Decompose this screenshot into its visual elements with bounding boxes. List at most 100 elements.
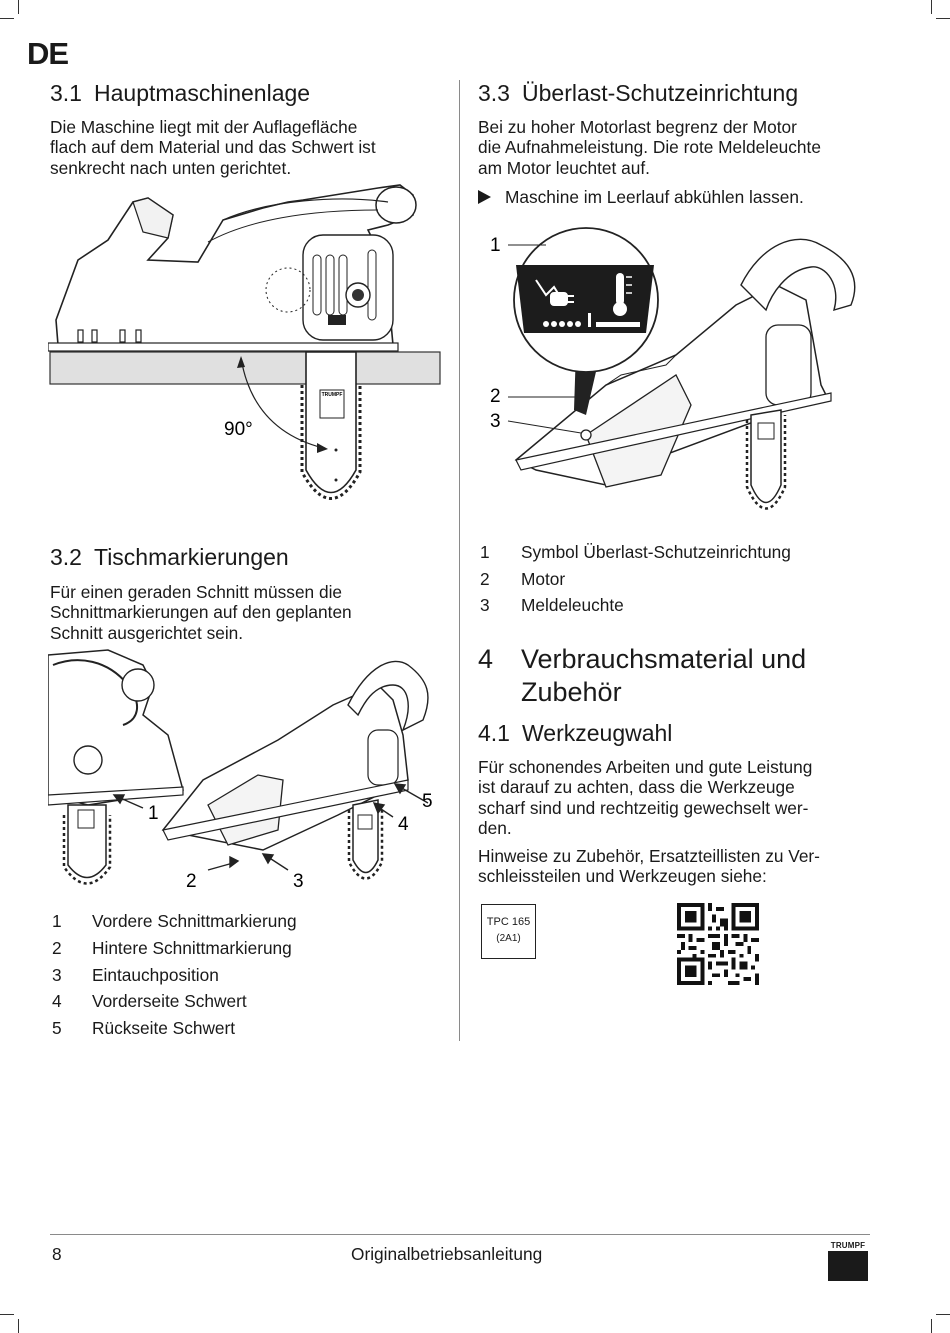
legend-text: Vordere Schnittmarkierung (92, 911, 297, 931)
legend-number: 5 (52, 1018, 62, 1038)
angle-arrow-top (237, 356, 245, 368)
section-3-1-heading: 3.1 Hauptmaschinenlage (50, 80, 310, 107)
text-line: die Aufnahmeleistung. Die rote Meldeleuc… (478, 137, 821, 158)
machine-handle (347, 660, 429, 732)
crop-mark (936, 1314, 950, 1315)
text-line: Hinweise zu Zubehör, Ersatzteillisten zu… (478, 846, 820, 867)
brand-logo: TRUMPF (828, 1241, 868, 1281)
machine-base-plate (162, 779, 409, 841)
chapter-4-heading: 4 Verbrauchsmaterial und Zubehör (478, 643, 806, 709)
section-title: Hauptmaschinenlage (94, 80, 311, 106)
page-number: 8 (52, 1244, 62, 1264)
thermometer-icon (613, 273, 632, 316)
product-code-box: TPC 165 (2A1) (481, 904, 536, 959)
machine-chain (745, 415, 787, 510)
instruction-step: Maschine im Leerlauf abkühlen lassen. (478, 187, 804, 207)
plug-icon (535, 279, 574, 306)
play-arrow-icon (478, 190, 491, 204)
machine-cable (207, 209, 379, 243)
callout-3: 3 (490, 411, 501, 432)
motor-fins (312, 249, 377, 321)
brand-block (828, 1251, 868, 1281)
legend-text: Eintauchposition (92, 965, 219, 985)
legend-text: Meldeleuchte (521, 595, 624, 615)
legend-item: 3 Eintauchposition (52, 965, 219, 986)
legend-item: 1 Vordere Schnittmarkierung (52, 911, 297, 932)
section-3-2-text: Für einen geraden Schnitt müssen die Sch… (50, 582, 440, 643)
legend-text: Rückseite Schwert (92, 1018, 236, 1038)
machine-base-plate (48, 342, 399, 352)
text-line: ist darauf zu achten, dass die Werkzeuge (478, 777, 795, 798)
sword-brand: TRUMPF (322, 392, 343, 398)
section-title: Werkzeugwahl (522, 720, 673, 746)
column-divider (459, 80, 460, 1041)
chapter-number: 4 (478, 644, 494, 674)
crop-mark (0, 1314, 14, 1315)
brand-wordmark: TRUMPF (830, 1241, 866, 1250)
text-line: senkrecht nach unten gerichtet. (50, 157, 292, 178)
instruction-text: Maschine im Leerlauf abkühlen lassen. (505, 187, 804, 207)
chapter-title: Verbrauchsmaterial und Zubehör (521, 643, 806, 709)
machine-motor (765, 324, 812, 406)
indicator-light (580, 429, 592, 441)
qr-code[interactable] (677, 903, 759, 985)
callout-3: 3 (293, 871, 304, 892)
crop-mark (0, 18, 14, 19)
legend-number: 1 (480, 542, 490, 562)
machine-spring (265, 267, 311, 313)
text-line: Schnittmarkierungen auf den geplanten (50, 602, 352, 623)
chapter-title-line: Zubehör (521, 677, 622, 707)
product-code: TPC 165 (486, 916, 531, 928)
detail-chain (62, 815, 112, 885)
section-number: 3.1 (50, 80, 82, 106)
machine-handle-bar (222, 198, 389, 221)
language-code: DE (27, 36, 69, 71)
legend-text: Motor (521, 569, 566, 589)
legend-item: 5 Rückseite Schwert (52, 1018, 235, 1039)
machine-base-plate (515, 392, 832, 471)
angle-label: 90° (224, 419, 253, 440)
machine-sword-label (757, 422, 775, 440)
legend-number: 3 (480, 595, 490, 615)
callout-2: 2 (490, 386, 501, 407)
detail-knob (121, 668, 155, 702)
detail-sword-label (77, 809, 95, 829)
text-line: Für einen geraden Schnitt müssen die (50, 582, 343, 602)
text-line: Bei zu hoher Motorlast begrenz der Motor (478, 117, 797, 137)
section-3-1-text: Die Maschine liegt mit der Auflagefläche… (50, 117, 440, 178)
section-title: Tischmarkierungen (94, 544, 289, 570)
text-line: scharf sind und rechtzeitig gewechselt w… (478, 797, 809, 818)
section-4-1-text: Für schonendes Arbeiten und gute Leistun… (478, 757, 878, 887)
sword-rivet (334, 478, 338, 482)
legend-text: Hintere Schnittmarkierung (92, 938, 292, 958)
text-line: den. (478, 817, 512, 838)
machine-dial-center (352, 289, 364, 301)
legend-item: 1 Symbol Überlast-Schutzeinrichtung (480, 542, 791, 563)
base-markers (77, 329, 142, 343)
legend-text: Symbol Überlast-Schutzeinrichtung (521, 542, 791, 562)
section-title: Überlast-Schutzeinrichtung (522, 80, 799, 106)
sword-label (319, 389, 345, 419)
callout-2: 2 (186, 871, 197, 892)
machine-vent (328, 315, 346, 325)
callout-1: 1 (490, 235, 501, 256)
overload-protection-figure: 1 2 3 (490, 227, 856, 510)
chapter-title-line: Verbrauchsmaterial und (521, 644, 807, 674)
machine-sword-label (357, 814, 373, 830)
machine-position-figure: TRUMPF 90° (48, 184, 441, 500)
section-3-3-text: Bei zu hoher Motorlast begrenz der Motor… (478, 117, 878, 178)
crop-mark (936, 18, 950, 19)
table-markings-figure: 1 2 3 4 5 (48, 649, 433, 892)
machine-cable (605, 354, 677, 386)
section-number: 3.2 (50, 544, 82, 570)
legend-number: 3 (52, 965, 62, 985)
text-line: flach auf dem Material und das Schwert i… (50, 137, 376, 158)
material-board (49, 351, 441, 385)
machine-knob (375, 186, 417, 224)
angle-arrow-bottom (317, 443, 328, 453)
callout-5: 5 (422, 791, 433, 812)
legend-number: 1 (52, 911, 62, 931)
text-line: Die Maschine liegt mit der Auflagefläche (50, 117, 358, 137)
